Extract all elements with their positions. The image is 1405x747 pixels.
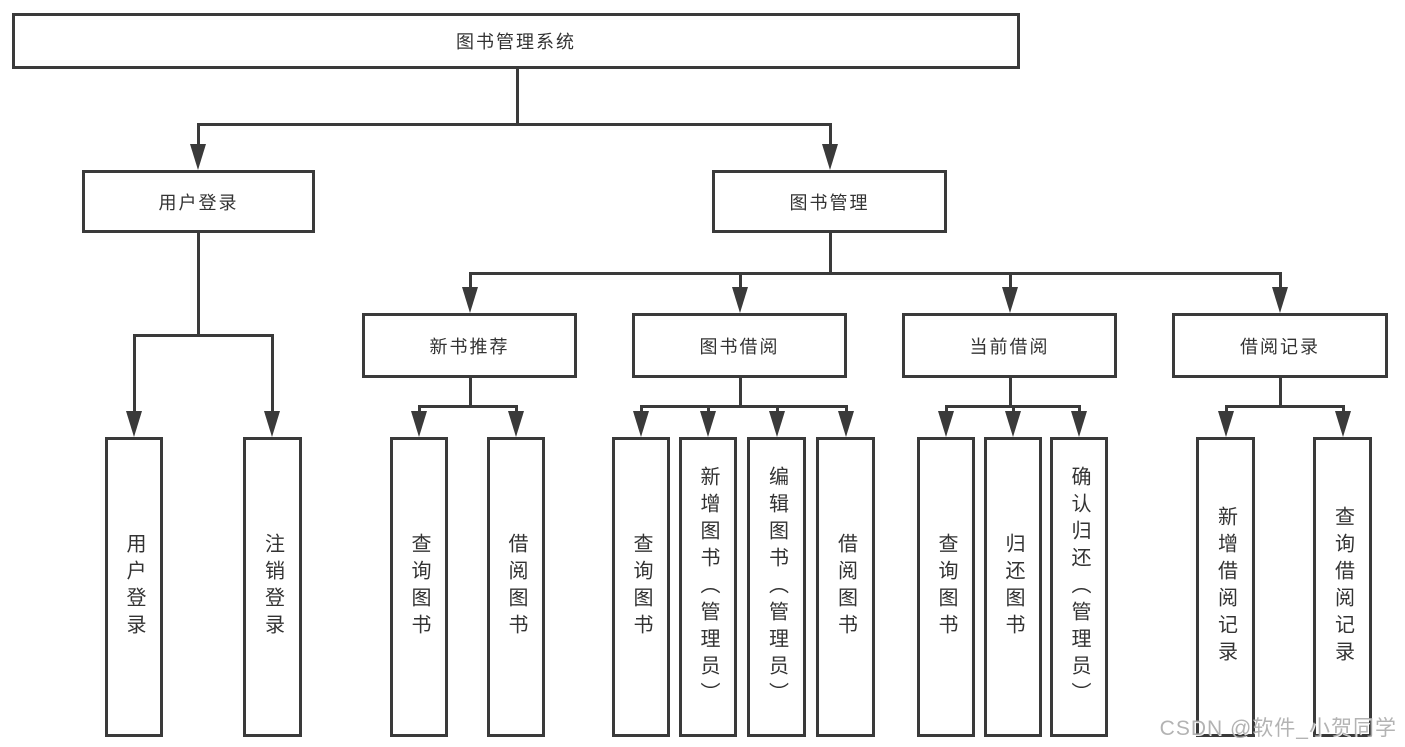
- arrowhead-icon-book-borrowing-split-2: [768, 411, 785, 437]
- connector-stem-book-management-split: [828, 233, 832, 273]
- node-new-book-recommend: 新书推荐: [362, 313, 577, 378]
- node-leaf-borrow-books-recommend: 借阅图书: [487, 437, 545, 737]
- node-current-borrowing: 当前借阅: [902, 313, 1117, 378]
- node-root: 图书管理系统: [12, 13, 1020, 69]
- connector-bar-user-login-split: [132, 333, 274, 337]
- arrowhead-icon-new-book-recommend-split-0: [410, 411, 427, 437]
- node-leaf-add-books-admin: 新增图书（管理员）: [679, 437, 737, 737]
- connector-stem-borrowing-records-split: [1278, 378, 1282, 406]
- node-label-leaf-add-borrow-record: 新增借阅记录: [1214, 506, 1237, 668]
- arrowhead-icon-user-login-split-1: [263, 411, 280, 437]
- node-label-leaf-query-books-borrowing: 查询图书: [630, 533, 652, 641]
- node-label-borrowing-records: 借阅记录: [1240, 336, 1320, 357]
- node-label-leaf-borrow-books-recommend: 借阅图书: [505, 533, 527, 641]
- connector-arrow-stem-root-split-0: [196, 124, 200, 152]
- arrowhead-icon-borrowing-records-split-0: [1217, 411, 1234, 437]
- arrowhead-icon-current-borrowing-split-0: [937, 411, 954, 437]
- node-leaf-query-books-borrowing: 查询图书: [612, 437, 670, 737]
- connector-stem-root-split: [515, 69, 519, 124]
- node-leaf-user-login: 用户登录: [105, 437, 163, 737]
- connector-bar-borrowing-records-split: [1224, 404, 1345, 408]
- arrowhead-icon-root-split-0: [189, 144, 206, 170]
- node-label-book-borrowing: 图书借阅: [699, 336, 780, 357]
- node-leaf-query-books-current: 查询图书: [917, 437, 975, 737]
- node-leaf-query-borrow-record: 查询借阅记录: [1313, 437, 1372, 737]
- node-label-new-book-recommend: 新书推荐: [429, 336, 510, 357]
- arrowhead-icon-borrowing-records-split-1: [1334, 411, 1351, 437]
- arrowhead-icon-user-login-split-0: [125, 411, 142, 437]
- arrowhead-icon-book-management-split-2: [1001, 287, 1018, 313]
- connector-arrow-stem-book-management-split-1: [738, 273, 742, 295]
- connector-stem-book-borrowing-split: [738, 378, 742, 406]
- csdn-watermark: CSDN @软件_小贺同学: [1159, 717, 1397, 740]
- node-label-leaf-add-books-admin: 新增图书（管理员）: [697, 465, 719, 709]
- node-leaf-logout: 注销登录: [243, 437, 302, 737]
- connector-arrow-stem-book-management-split-0: [468, 273, 472, 295]
- connector-arrow-stem-user-login-split-0: [132, 335, 136, 419]
- node-user-login: 用户登录: [82, 170, 315, 233]
- connector-bar-new-book-recommend-split: [417, 404, 518, 408]
- connector-arrow-stem-book-management-split-3: [1278, 273, 1282, 295]
- node-leaf-borrow-books-borrowing: 借阅图书: [816, 437, 875, 737]
- connector-bar-root-split: [196, 122, 832, 126]
- node-leaf-add-borrow-record: 新增借阅记录: [1196, 437, 1255, 737]
- node-label-leaf-logout: 注销登录: [261, 533, 284, 641]
- node-label-current-borrowing: 当前借阅: [969, 336, 1050, 357]
- connector-stem-current-borrowing-split: [1008, 378, 1012, 406]
- arrowhead-icon-current-borrowing-split-1: [1004, 411, 1021, 437]
- node-label-leaf-edit-books-admin: 编辑图书（管理员）: [765, 465, 788, 709]
- node-label-leaf-query-borrow-record: 查询借阅记录: [1331, 506, 1354, 668]
- connector-arrow-stem-root-split-1: [828, 124, 832, 152]
- arrowhead-icon-book-borrowing-split-3: [837, 411, 854, 437]
- connector-arrow-stem-user-login-split-1: [270, 335, 274, 419]
- node-book-management: 图书管理: [712, 170, 947, 233]
- node-label-leaf-return-books: 归还图书: [1002, 533, 1024, 641]
- node-leaf-return-books: 归还图书: [984, 437, 1042, 737]
- node-label-leaf-confirm-return-admin: 确认归还（管理员）: [1068, 465, 1090, 709]
- connector-stem-new-book-recommend-split: [468, 378, 472, 406]
- arrowhead-icon-book-borrowing-split-1: [699, 411, 716, 437]
- arrowhead-icon-book-borrowing-split-0: [632, 411, 649, 437]
- node-leaf-query-books-recommend: 查询图书: [390, 437, 448, 737]
- node-label-user-login: 用户登录: [158, 192, 239, 213]
- node-label-root: 图书管理系统: [456, 32, 576, 52]
- arrowhead-icon-book-management-split-0: [461, 287, 478, 313]
- connector-bar-book-borrowing-split: [639, 404, 848, 408]
- arrowhead-icon-book-management-split-3: [1271, 287, 1288, 313]
- node-label-book-management: 图书管理: [789, 192, 870, 213]
- node-label-leaf-query-books-current: 查询图书: [935, 533, 957, 641]
- arrowhead-icon-new-book-recommend-split-1: [507, 411, 524, 437]
- node-label-leaf-query-books-recommend: 查询图书: [408, 533, 430, 641]
- node-label-leaf-user-login: 用户登录: [123, 533, 145, 641]
- node-leaf-confirm-return-admin: 确认归还（管理员）: [1050, 437, 1108, 737]
- arrowhead-icon-root-split-1: [821, 144, 838, 170]
- connector-bar-book-management-split: [468, 271, 1282, 275]
- arrowhead-icon-book-management-split-1: [731, 287, 748, 313]
- node-label-leaf-borrow-books-borrowing: 借阅图书: [834, 533, 857, 641]
- connector-arrow-stem-book-management-split-2: [1008, 273, 1012, 295]
- arrowhead-icon-current-borrowing-split-2: [1070, 411, 1087, 437]
- node-borrowing-records: 借阅记录: [1172, 313, 1388, 378]
- node-book-borrowing: 图书借阅: [632, 313, 847, 378]
- node-leaf-edit-books-admin: 编辑图书（管理员）: [747, 437, 806, 737]
- connector-stem-user-login-split: [196, 233, 200, 335]
